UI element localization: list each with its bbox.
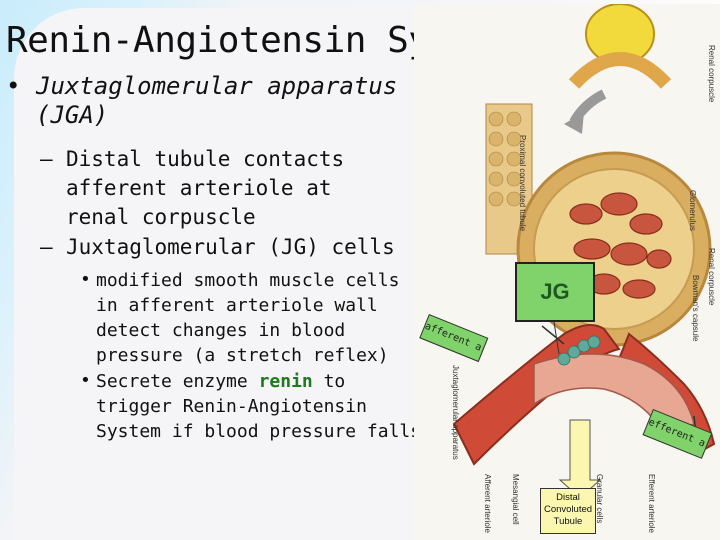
renin-keyword: renin bbox=[258, 371, 313, 392]
label-mesangial-cell: Mesangial cell bbox=[511, 474, 520, 525]
dash-icon: – bbox=[40, 147, 53, 171]
bullet-jga-text: Juxtaglomerular apparatus (JGA) bbox=[36, 72, 398, 129]
dash-icon: – bbox=[40, 235, 53, 259]
bullet-dot-icon: • bbox=[6, 72, 21, 100]
sub-bullet-jg-cells-text: Juxtaglomerular (JG) cells bbox=[66, 235, 395, 259]
sub-bullet-distal-text: Distal tubule contacts afferent arteriol… bbox=[66, 147, 345, 229]
jg-label-box: JG bbox=[515, 262, 595, 322]
subsub-bullet-smooth-muscle-text: modified smooth muscle cells in afferent… bbox=[96, 270, 400, 366]
dct-label-box: Distal Convoluted Tubule bbox=[540, 488, 596, 534]
label-jga: Juxtaglomerular apparatus bbox=[451, 365, 460, 460]
subsub-bullet-renin-text: Secrete enzyme renin to trigger Renin-An… bbox=[96, 371, 422, 442]
bullet-dot-icon: • bbox=[80, 269, 91, 290]
label-glomerulus: Glomerulus bbox=[688, 190, 697, 231]
bullet-dot-icon: • bbox=[80, 370, 91, 391]
label-efferent-arteriole: Efferent arteriole bbox=[647, 474, 656, 533]
label-pct: Proximal convoluted tubule bbox=[518, 135, 527, 232]
label-bowmans-capsule: Bowman's capsule bbox=[691, 275, 700, 342]
label-renal-corpuscle-top: Renal corpuscle bbox=[707, 45, 716, 103]
label-afferent-arteriole: Afferent arteriole bbox=[483, 474, 492, 533]
label-granular-cells: Granular cells bbox=[595, 474, 604, 524]
label-renal-corpuscle: Renal corpuscle bbox=[707, 248, 716, 306]
